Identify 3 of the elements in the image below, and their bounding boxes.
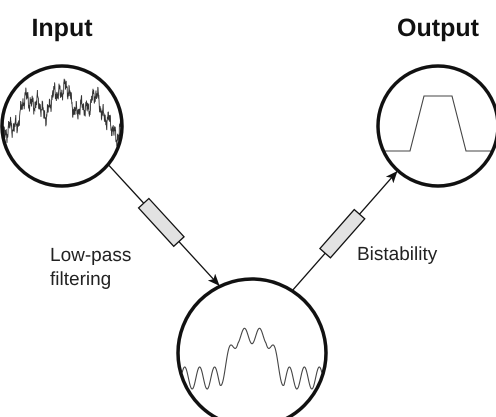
heading: Input [31, 13, 93, 44]
heading: Output [397, 13, 479, 44]
edge-label: Bistability [357, 243, 438, 267]
